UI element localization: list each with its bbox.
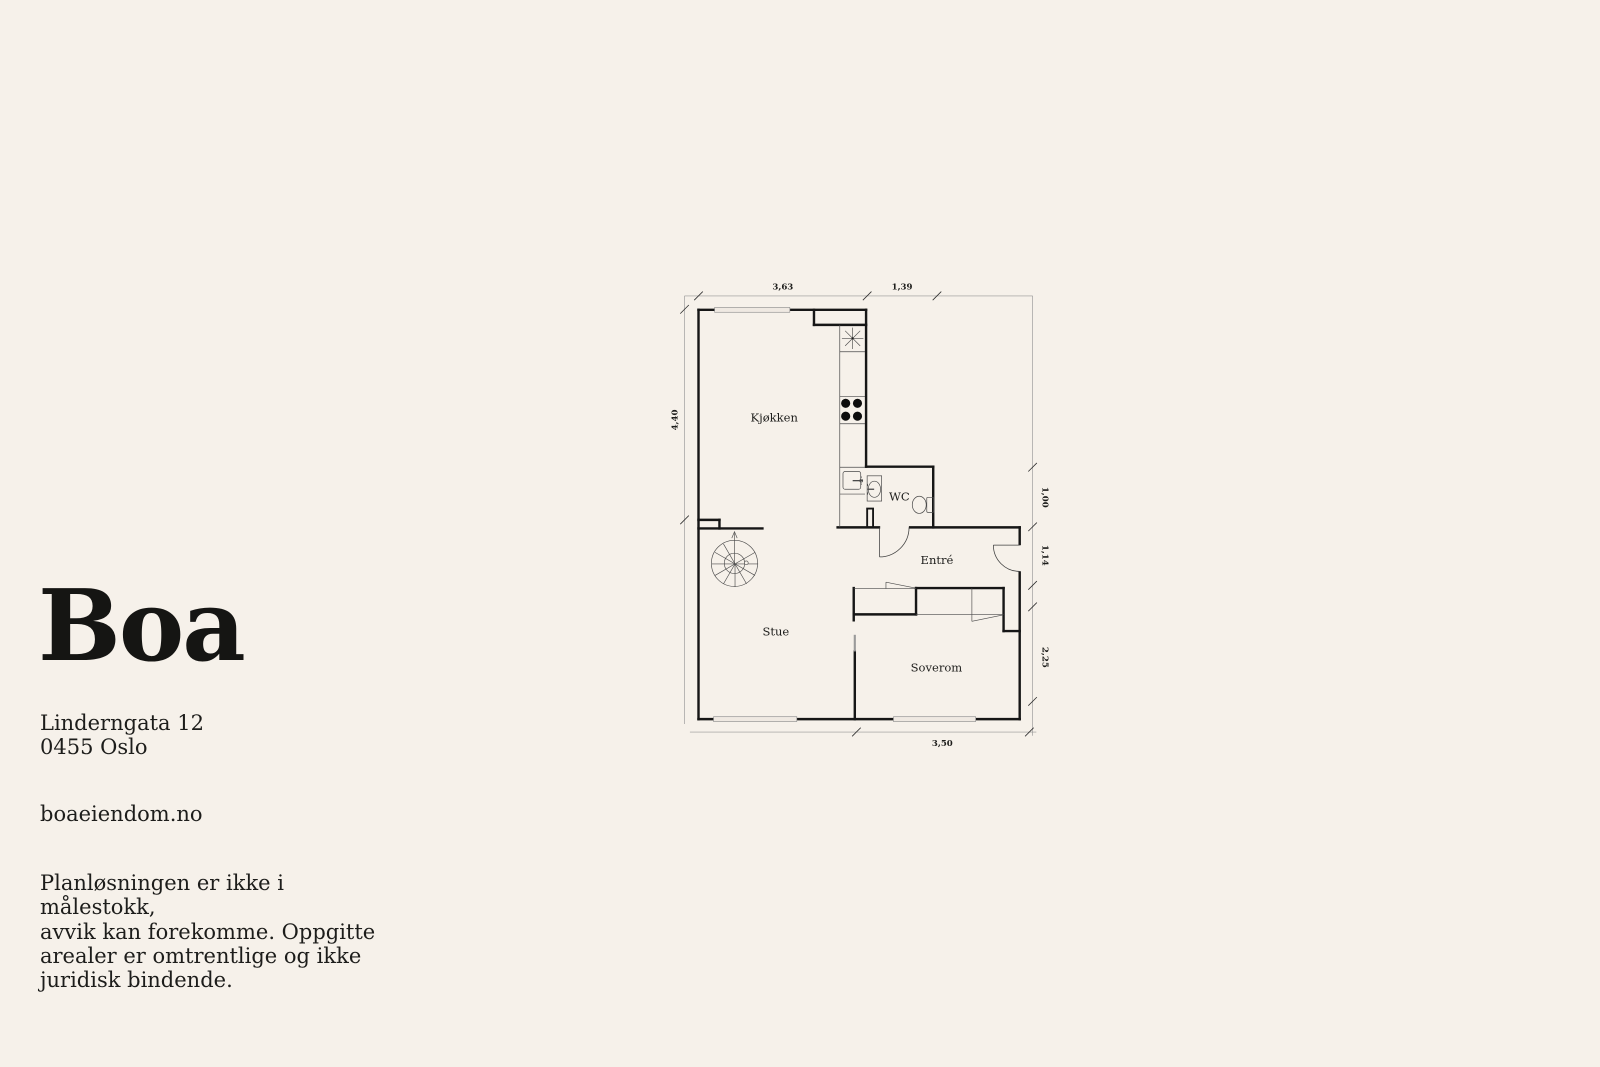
window-living [713, 716, 798, 722]
room-label-wc: WC [889, 490, 910, 504]
wardrobe-door-flap [885, 581, 916, 589]
dimension-labels: 3,63 1,39 4,40 1,00 1,14 2,25 3,50 [671, 282, 1050, 749]
dim-bottom: 3,50 [932, 739, 953, 749]
disclaimer-line: arealer er omtrentlige og ikke [40, 943, 362, 968]
room-label-entry: Entré [921, 553, 954, 567]
room-label-living: Stue [762, 624, 789, 638]
dim-right-bottom: 2,25 [1039, 647, 1049, 668]
walls [697, 308, 1021, 721]
kitchen-counter [839, 324, 866, 528]
dim-left: 4,40 [671, 409, 681, 430]
dim-top-right: 1,39 [892, 282, 913, 292]
spiral-staircase-icon [711, 530, 759, 587]
door-wc [879, 527, 910, 558]
disclaimer-line: Planløsningen er ikke i målestokk, [40, 871, 284, 920]
disclaimer-line: avvik kan forekomme. Oppgitte [40, 919, 376, 944]
wardrobe-door-flap [971, 614, 1004, 622]
wall-wc-stub [866, 507, 875, 529]
floor-plan: 3,63 1,39 4,40 1,00 1,14 2,25 3,50 [655, 95, 1415, 985]
dimension-ticks [679, 291, 1038, 737]
website-url: boaeiendom.no [40, 802, 203, 826]
address-block: Linderngata 12 0455 Oslo [40, 711, 204, 759]
dim-right-middle: 1,14 [1039, 545, 1049, 566]
address-line1: Linderngata 12 [40, 711, 204, 735]
window-bedroom [893, 716, 976, 722]
brand-logo: Boa [38, 569, 246, 684]
kitchen-sink-icon [842, 471, 864, 490]
wc-sink-icon [866, 475, 883, 502]
room-label-bedroom: Soverom [911, 660, 963, 674]
door-entry [992, 544, 1020, 572]
disclaimer-line: juridisk bindende. [40, 968, 233, 993]
stove-icon [841, 398, 863, 421]
windows [713, 307, 976, 722]
dim-right-top: 1,00 [1039, 487, 1049, 508]
dimension-lines [684, 295, 1037, 736]
wardrobes [853, 581, 1004, 622]
toilet-icon [911, 495, 935, 514]
floor-plan-drawing: 3,63 1,39 4,40 1,00 1,14 2,25 3,50 [671, 282, 1050, 749]
disclaimer-text: Planløsningen er ikke i målestokk, avvik… [40, 871, 378, 992]
extractor-fan-icon [841, 327, 864, 350]
room-labels: Kjøkken WC Entré Stue Soverom [751, 411, 963, 675]
stair-direction-arrow [731, 530, 738, 539]
window-kitchen [714, 307, 791, 313]
dim-top-left: 3,63 [772, 282, 793, 292]
room-label-kitchen: Kjøkken [751, 411, 799, 425]
address-line2: 0455 Oslo [40, 734, 148, 759]
stair-center-pole [744, 560, 749, 566]
